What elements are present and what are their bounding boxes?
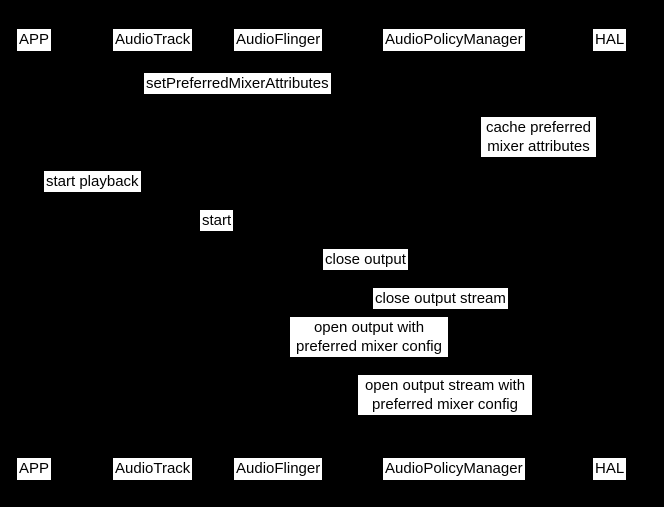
message-line: start playback xyxy=(46,173,139,190)
message-label-m8[interactable]: open output stream with preferred mixer c… xyxy=(358,375,532,415)
message-line: setPreferredMixerAttributes xyxy=(146,75,329,92)
participant-bottom-hal[interactable]: HAL xyxy=(593,458,627,480)
participant-top-af[interactable]: AudioFlinger xyxy=(234,29,323,51)
participant-top-apm[interactable]: AudioPolicyManager xyxy=(383,29,525,51)
message-label-m3[interactable]: start playback xyxy=(44,171,141,192)
message-label-m1[interactable]: setPreferredMixerAttributes xyxy=(144,73,331,94)
message-line: open output with xyxy=(313,319,425,336)
message-label-m6[interactable]: close output stream xyxy=(373,288,508,309)
message-line: close output stream xyxy=(375,290,506,307)
message-line: mixer attributes xyxy=(487,138,590,155)
message-line: preferred mixer config xyxy=(372,396,518,413)
participant-bottom-apm[interactable]: AudioPolicyManager xyxy=(383,458,525,480)
participant-top-at[interactable]: AudioTrack xyxy=(113,29,193,51)
message-line: preferred mixer config xyxy=(296,338,442,355)
participant-bottom-at[interactable]: AudioTrack xyxy=(113,458,193,480)
message-line: start xyxy=(202,212,232,229)
participant-top-app[interactable]: APP xyxy=(17,29,52,51)
message-label-m5[interactable]: close output xyxy=(323,249,408,270)
message-label-m4[interactable]: start xyxy=(200,210,234,231)
message-line: open output stream with xyxy=(364,377,526,394)
message-label-m7[interactable]: open output with preferred mixer config xyxy=(290,317,448,357)
message-label-m2[interactable]: cache preferred mixer attributes xyxy=(481,117,596,157)
participant-bottom-app[interactable]: APP xyxy=(17,458,52,480)
participant-top-hal[interactable]: HAL xyxy=(593,29,627,51)
message-line: close output xyxy=(325,251,406,268)
message-line: cache preferred xyxy=(485,119,592,136)
participant-bottom-af[interactable]: AudioFlinger xyxy=(234,458,323,480)
